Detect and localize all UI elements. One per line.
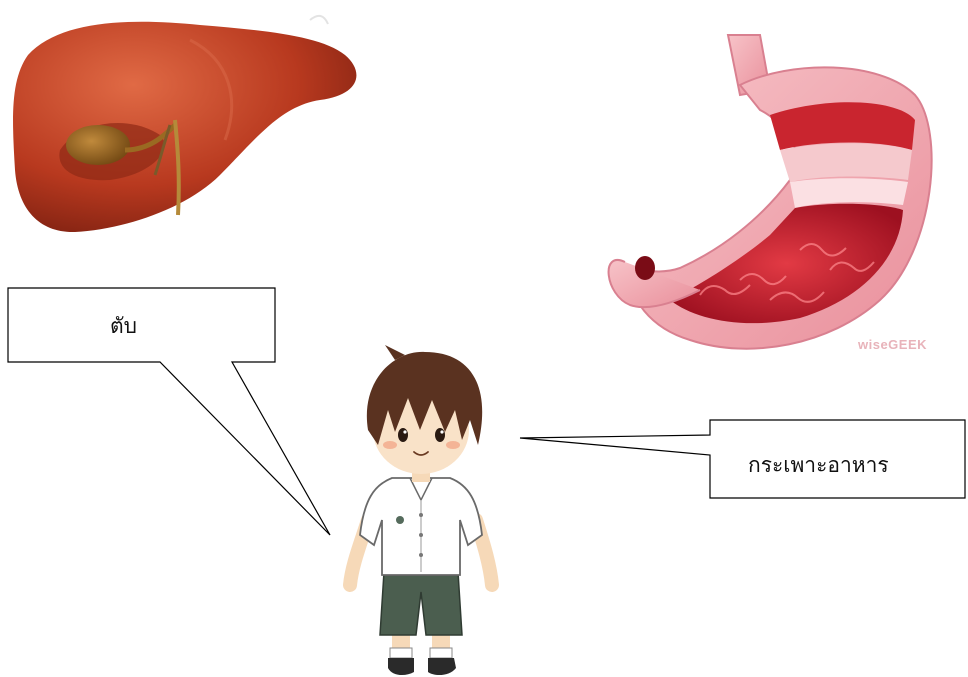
student-boy-character <box>0 0 968 677</box>
